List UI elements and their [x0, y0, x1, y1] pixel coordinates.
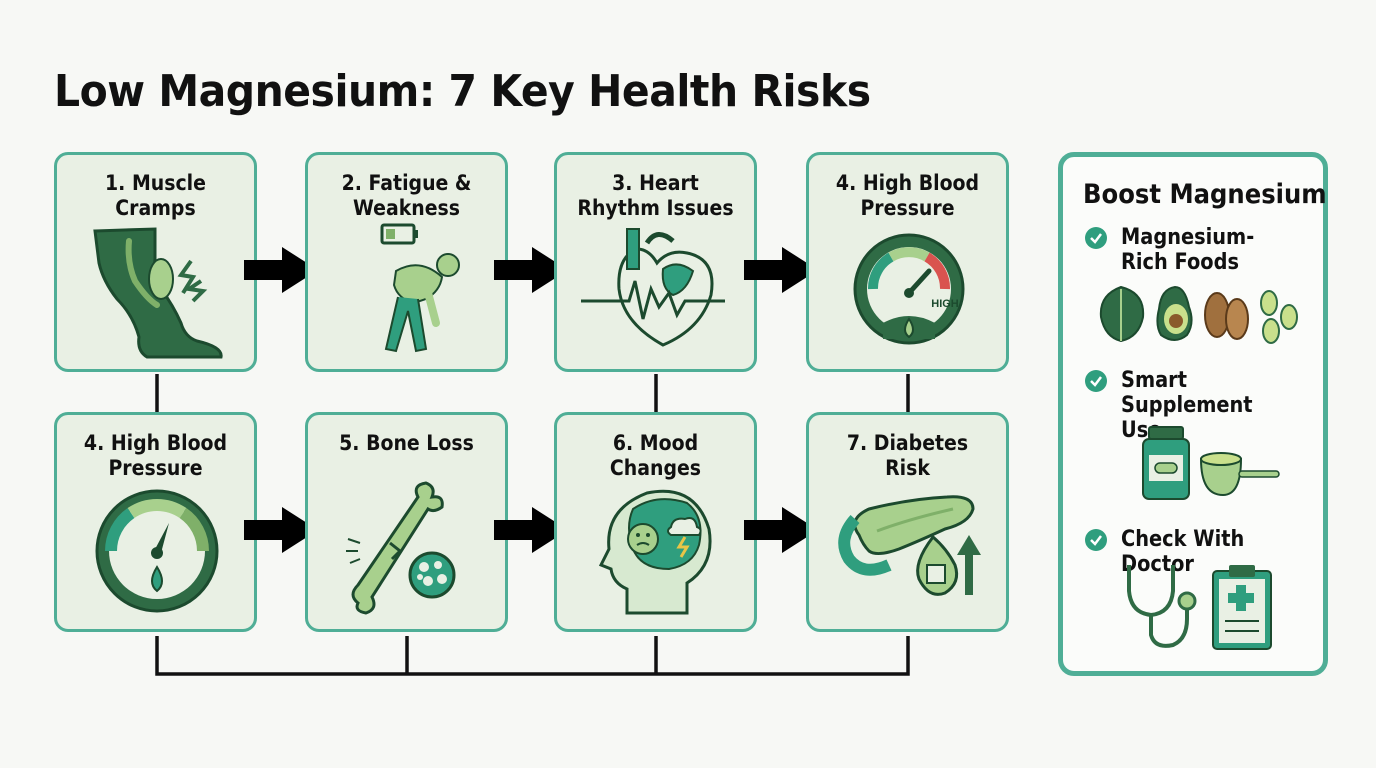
card-label: 2. Fatigue & Weakness	[341, 171, 472, 220]
risk-card-fatigue: 2. Fatigue & Weakness	[305, 152, 508, 372]
risk-card-diabetes: 7. Diabetes Risk	[806, 412, 1009, 632]
card-label: 5. Bone Loss	[339, 431, 474, 455]
risk-card-muscle-cramps: 1. Muscle Cramps	[54, 152, 257, 372]
check-circle-icon	[1085, 370, 1107, 392]
risk-card-mood-changes: 6. Mood Changes	[554, 412, 757, 632]
tip-label: Check With Doctor	[1121, 527, 1245, 577]
risk-card-high-blood-pressure-2: 4. High Blood Pressure	[54, 412, 257, 632]
arrow-right-icon	[744, 507, 818, 553]
risk-card-bone-loss: 5. Bone Loss	[305, 412, 508, 632]
gauge-icon	[95, 489, 219, 613]
risk-card-high-blood-pressure: 4. High Blood Pressure HIGH	[806, 152, 1009, 372]
check-circle-icon	[1085, 529, 1107, 551]
card-label: 4. High Blood Pressure	[83, 431, 228, 480]
doctor-icon	[1127, 565, 1272, 650]
boost-magnesium-panel: Boost Magnesium Magnesium-Rich Foods Sma…	[1058, 152, 1328, 676]
arrow-right-icon	[494, 247, 568, 293]
pancreas-icon	[838, 495, 981, 596]
supplement-icon	[1142, 426, 1280, 500]
leg-cramp-icon	[93, 227, 223, 359]
foods-icon	[1099, 285, 1298, 344]
risk-card-heart-rhythm: 3. Heart Rhythm Issues	[554, 152, 757, 372]
tip-label: Smart Supplement Use	[1121, 368, 1253, 443]
check-circle-icon	[1085, 227, 1107, 249]
card-label: 3. Heart Rhythm Issues	[577, 171, 734, 220]
arrow-right-icon	[744, 247, 818, 293]
arrow-right-icon	[494, 507, 568, 553]
card-label: 6. Mood Changes	[609, 431, 702, 480]
head-mood-icon	[598, 489, 712, 615]
panel-title: Boost Magnesium	[1083, 179, 1327, 210]
arrow-right-icon	[244, 247, 318, 293]
card-label: 7. Diabetes Risk	[846, 431, 969, 480]
broken-bone-icon	[346, 481, 456, 615]
card-label: 4. High Blood Pressure	[835, 171, 980, 220]
gauge-high-icon: HIGH	[853, 233, 965, 345]
tip-label: Magnesium-Rich Foods	[1121, 225, 1255, 275]
card-label: 1. Muscle Cramps	[105, 171, 206, 220]
page-title: Low Magnesium: 7 Key Health Risks	[54, 66, 871, 117]
tired-person-icon	[380, 223, 460, 353]
heart-rhythm-icon	[581, 228, 725, 347]
arrow-right-icon	[244, 507, 318, 553]
gauge-label: HIGH	[931, 298, 959, 310]
